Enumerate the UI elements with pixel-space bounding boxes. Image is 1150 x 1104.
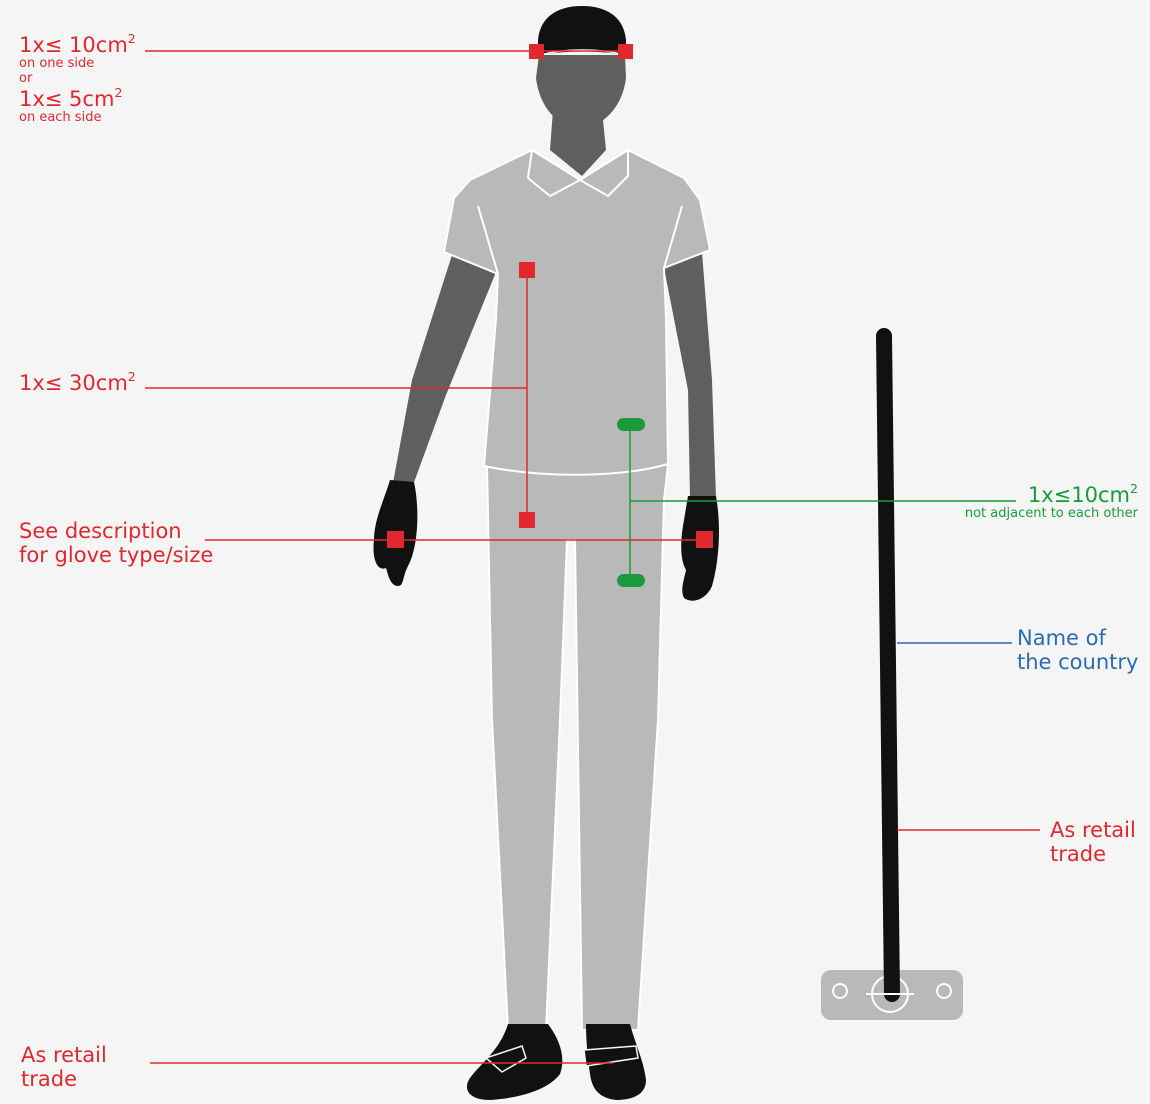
right-arm bbox=[664, 252, 716, 498]
stick-retail-line-2: trade bbox=[1050, 842, 1136, 866]
shoes-line-2: trade bbox=[21, 1067, 107, 1091]
chest-marker-bottom bbox=[519, 512, 535, 528]
trousers bbox=[487, 465, 668, 1030]
glove-line-1: See description bbox=[19, 519, 213, 543]
cap-sup-1: 2 bbox=[128, 31, 136, 46]
trousers-size: 1x≤10cm bbox=[1028, 483, 1130, 507]
trousers-note: not adjacent to each other bbox=[965, 507, 1138, 522]
cap-note-one-side: on one side bbox=[19, 57, 136, 72]
stick-country-line-2: the country bbox=[1017, 650, 1138, 674]
chest-marker-top bbox=[519, 262, 535, 278]
chest-size: 1x≤ 30cm bbox=[19, 371, 128, 395]
glove-marker-left bbox=[387, 531, 404, 548]
chest-label: 1x≤ 30cm2 bbox=[19, 371, 136, 395]
stick-country-line-1: Name of bbox=[1017, 626, 1138, 650]
chest-sup: 2 bbox=[128, 369, 136, 384]
cap-label: 1x≤ 10cm2 on one side or 1x≤ 5cm2 on eac… bbox=[19, 33, 136, 126]
cap-marker-left bbox=[529, 44, 544, 59]
cap-size-each-side: 1x≤ 5cm bbox=[19, 87, 114, 111]
trousers-marker-bottom bbox=[617, 574, 645, 587]
right-glove bbox=[681, 496, 719, 601]
shirt bbox=[444, 150, 710, 475]
glove-label: See description for glove type/size bbox=[19, 519, 213, 567]
stick-retail-line-1: As retail bbox=[1050, 818, 1136, 842]
left-arm bbox=[393, 255, 496, 485]
cap-size-one-side: 1x≤ 10cm bbox=[19, 33, 128, 57]
cap-marker-right bbox=[618, 44, 633, 59]
trousers-label: 1x≤10cm2 not adjacent to each other bbox=[965, 483, 1138, 522]
shoes-label: As retail trade bbox=[21, 1043, 107, 1091]
shoes-line-1: As retail bbox=[21, 1043, 107, 1067]
stick-country-label: Name of the country bbox=[1017, 626, 1138, 674]
stick-shaft bbox=[884, 336, 892, 994]
trousers-marker-top bbox=[617, 418, 645, 431]
cap-sup-2: 2 bbox=[114, 85, 122, 100]
cap-note-each-side: on each side bbox=[19, 111, 136, 126]
head bbox=[536, 55, 626, 128]
glove-marker-right bbox=[696, 531, 713, 548]
cap bbox=[538, 6, 626, 56]
glove-line-2: for glove type/size bbox=[19, 543, 213, 567]
trousers-sup: 2 bbox=[1130, 481, 1138, 496]
stick-retail-label: As retail trade bbox=[1050, 818, 1136, 866]
